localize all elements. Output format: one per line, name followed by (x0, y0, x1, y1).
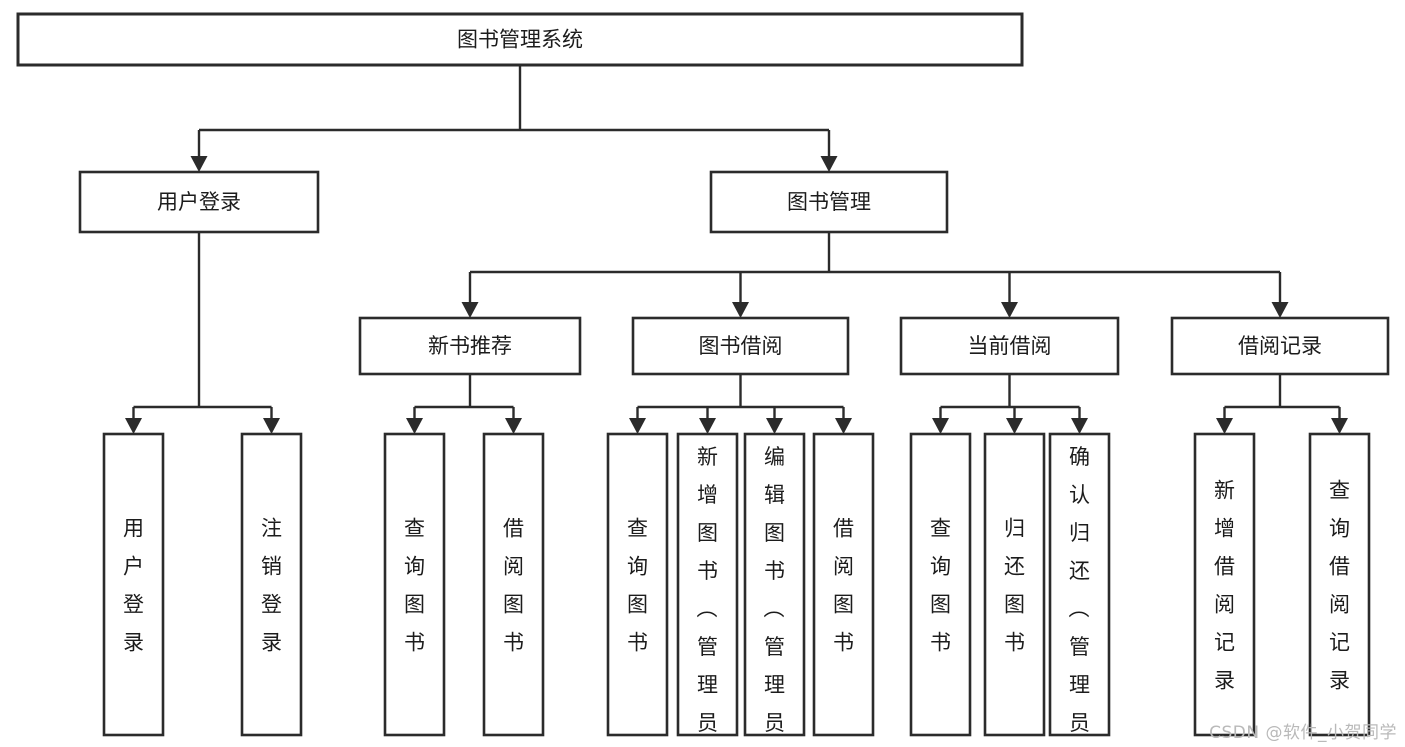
node-leaf-8[interactable]: 查询图书 (909, 432, 972, 737)
node-level2-1-label: 图书借阅 (699, 334, 783, 358)
edge-mgr-to-l2-3-arrowhead (1271, 302, 1289, 318)
node-leaf-4-label: 查询图书 (627, 517, 648, 655)
edge-mgr-to-l2-0-arrowhead (461, 302, 479, 318)
node-level2-3[interactable]: 借阅记录 (1170, 316, 1390, 376)
node-leaf-12-label: 查询借阅记录 (1329, 479, 1350, 693)
node-leaf-9-box[interactable] (983, 432, 1046, 737)
node-leaf-9-label: 归还图书 (1004, 517, 1025, 655)
node-root-box[interactable] (16, 12, 1024, 67)
edge-p1-leaf-0-arrowhead (406, 418, 423, 434)
edge-p3-leaf-0-arrowhead (932, 418, 949, 434)
node-leaf-6-label: 编辑图书（管理员） (764, 445, 786, 747)
node-leaf-3-label: 借阅图书 (503, 517, 524, 655)
node-level1-0-label: 用户登录 (157, 190, 241, 214)
node-leaf-12[interactable]: 查询借阅记录 (1308, 432, 1371, 737)
edge-p3-leaf-2-arrowhead (1071, 418, 1088, 434)
node-leaf-5[interactable]: 新增图书（管理员） (676, 432, 739, 747)
edge-p2-leaf-1-arrowhead (699, 418, 716, 434)
node-leaf-11-box[interactable] (1193, 432, 1256, 737)
node-leaf-2-label: 查询图书 (404, 517, 425, 655)
node-leaf-8-box[interactable] (909, 432, 972, 737)
node-level1-0-box[interactable] (78, 170, 320, 234)
node-level1-1[interactable]: 图书管理 (709, 170, 949, 234)
edge-p1-leaf-1-arrowhead (505, 418, 522, 434)
node-leaf-11-label: 新增借阅记录 (1214, 479, 1235, 693)
edge-p0-leaf-0-arrowhead (125, 418, 142, 434)
node-leaf-6[interactable]: 编辑图书（管理员） (743, 432, 806, 747)
node-leaf-9[interactable]: 归还图书 (983, 432, 1046, 737)
edge-root-to-l1-0-arrowhead (190, 156, 208, 172)
node-level2-0[interactable]: 新书推荐 (358, 316, 582, 376)
edge-root-to-l1-1-arrowhead (820, 156, 838, 172)
node-leaf-1[interactable]: 注销登录 (240, 432, 303, 737)
edge-p2-leaf-0-arrowhead (629, 418, 646, 434)
node-level1-1-label: 图书管理 (787, 190, 871, 214)
node-leaf-2[interactable]: 查询图书 (383, 432, 446, 737)
node-leaf-0-box[interactable] (102, 432, 165, 737)
node-level2-0-label: 新书推荐 (428, 334, 512, 358)
node-leaf-10-box[interactable] (1048, 432, 1111, 737)
node-leaf-11[interactable]: 新增借阅记录 (1193, 432, 1256, 737)
node-level2-2-label: 当前借阅 (968, 334, 1052, 358)
node-level2-2-box[interactable] (899, 316, 1120, 376)
node-leaf-10[interactable]: 确认归还（管理员） (1048, 432, 1111, 747)
node-leaf-12-box[interactable] (1308, 432, 1371, 737)
node-leaf-3[interactable]: 借阅图书 (482, 432, 545, 737)
edge-p4-leaf-0-arrowhead (1216, 418, 1233, 434)
node-leaf-0[interactable]: 用户登录 (102, 432, 165, 737)
node-leaf-7[interactable]: 借阅图书 (812, 432, 875, 737)
edge-p3-leaf-1-arrowhead (1006, 418, 1023, 434)
node-leaf-10-label: 确认归还（管理员） (1069, 445, 1091, 747)
node-leaf-5-label: 新增图书（管理员） (697, 445, 719, 747)
edge-p0-leaf-1-arrowhead (263, 418, 280, 434)
node-leaf-6-box[interactable] (743, 432, 806, 737)
node-leaf-8-label: 查询图书 (930, 517, 951, 655)
node-leaf-4[interactable]: 查询图书 (606, 432, 669, 737)
edge-p4-leaf-1-arrowhead (1331, 418, 1348, 434)
node-leaf-7-box[interactable] (812, 432, 875, 737)
node-leaf-5-box[interactable] (676, 432, 739, 737)
node-level2-1-box[interactable] (631, 316, 850, 376)
edge-mgr-to-l2-1-arrowhead (732, 302, 749, 318)
node-level2-3-label: 借阅记录 (1238, 334, 1322, 358)
node-level2-1[interactable]: 图书借阅 (631, 316, 850, 376)
node-level1-0[interactable]: 用户登录 (78, 170, 320, 234)
node-level1-1-box[interactable] (709, 170, 949, 234)
node-leaf-4-box[interactable] (606, 432, 669, 737)
node-leaf-1-box[interactable] (240, 432, 303, 737)
node-level2-0-box[interactable] (358, 316, 582, 376)
connectors-layer (125, 65, 1348, 434)
node-level2-3-box[interactable] (1170, 316, 1390, 376)
nodes-layer: 图书管理系统用户登录图书管理新书推荐图书借阅当前借阅借阅记录用户登录注销登录查询… (16, 12, 1390, 747)
edge-p2-leaf-2-arrowhead (766, 418, 783, 434)
csdn-watermark: CSDN @软件_小贺同学 (1209, 723, 1397, 743)
node-leaf-0-label: 用户登录 (123, 517, 144, 655)
node-level2-2[interactable]: 当前借阅 (899, 316, 1120, 376)
node-leaf-3-box[interactable] (482, 432, 545, 737)
edge-p2-leaf-3-arrowhead (835, 418, 852, 434)
node-leaf-2-box[interactable] (383, 432, 446, 737)
edge-mgr-to-l2-2-arrowhead (1001, 302, 1018, 318)
node-leaf-7-label: 借阅图书 (833, 517, 854, 655)
node-leaf-1-label: 注销登录 (261, 517, 282, 655)
node-root-label: 图书管理系统 (457, 28, 583, 52)
node-root[interactable]: 图书管理系统 (16, 12, 1024, 67)
